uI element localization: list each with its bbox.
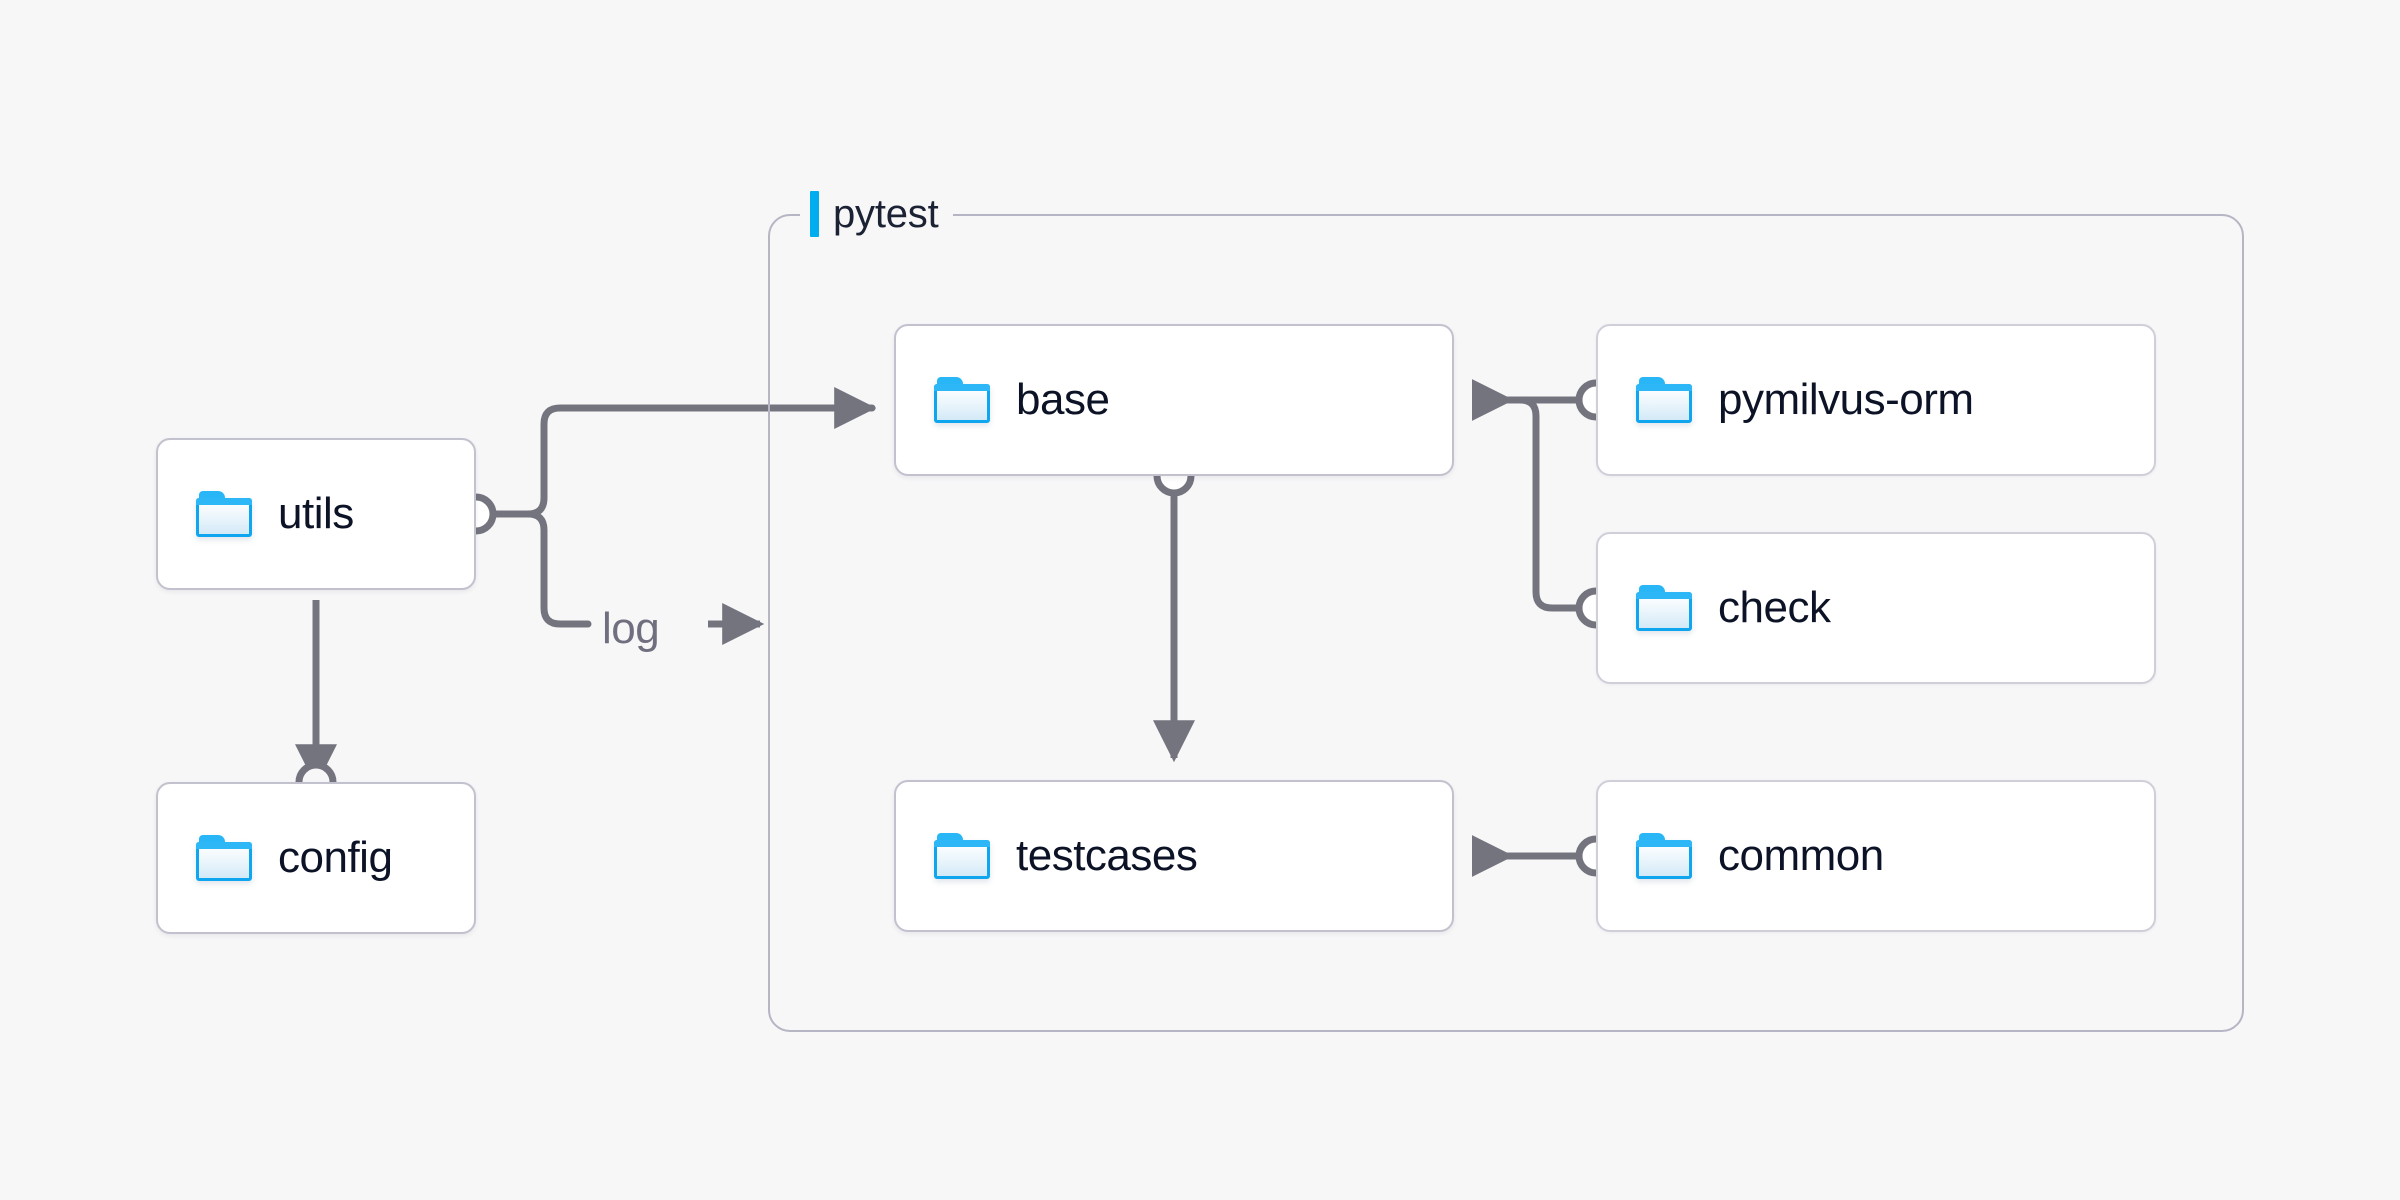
node-check[interactable]: check (1596, 532, 2156, 684)
group-label-pytest: pytest (800, 188, 953, 240)
folder-icon (196, 491, 252, 537)
node-config[interactable]: config (156, 782, 476, 934)
folder-icon (934, 833, 990, 879)
node-label-testcases: testcases (1016, 831, 1198, 880)
folder-icon (1636, 377, 1692, 423)
node-label-base: base (1016, 375, 1110, 424)
folder-icon (196, 835, 252, 881)
node-utils[interactable]: utils (156, 438, 476, 590)
node-testcases[interactable]: testcases (894, 780, 1454, 932)
folder-icon (934, 377, 990, 423)
node-label-config: config (278, 833, 393, 882)
node-pymilvus-orm[interactable]: pymilvus-orm (1596, 324, 2156, 476)
group-label-text: pytest (833, 192, 939, 236)
edge-label-log: log (602, 604, 660, 653)
folder-icon (1636, 585, 1692, 631)
node-label-pymilvus-orm: pymilvus-orm (1718, 375, 1974, 424)
node-base[interactable]: base (894, 324, 1454, 476)
folder-icon (1636, 833, 1692, 879)
node-label-common: common (1718, 831, 1884, 880)
node-label-utils: utils (278, 489, 354, 538)
node-label-check: check (1718, 583, 1831, 632)
accent-bar-icon (810, 191, 819, 237)
node-common[interactable]: common (1596, 780, 2156, 932)
group-container-pytest (768, 214, 2244, 1032)
edge-config-to-utils (295, 600, 337, 803)
